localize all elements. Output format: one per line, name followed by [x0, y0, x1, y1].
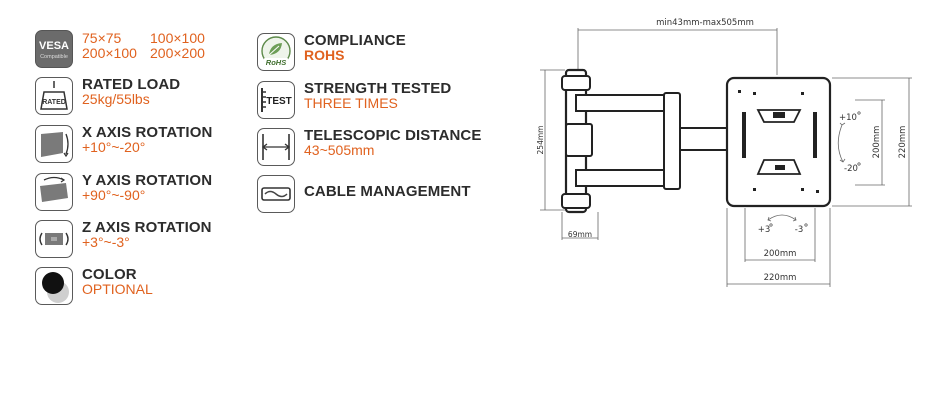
spec-rated-load: RATED RATED LOAD 25kg/55lbs	[35, 77, 180, 115]
spec-title: Z AXIS ROTATION	[82, 219, 212, 236]
spec-telescopic-distance: TELESCOPIC DISTANCE 43~505mm	[257, 128, 481, 166]
spec-value: +10°~-20°	[82, 139, 146, 155]
spec-compliance: RoHS COMPLIANCE ROHS	[257, 33, 406, 71]
degree-mark	[769, 223, 773, 227]
spec-value: 25kg/55lbs	[82, 91, 150, 107]
arm-hinge	[565, 123, 593, 157]
rohs-icon: RoHS	[257, 33, 295, 71]
spec-value: 43~505mm	[304, 142, 375, 158]
x-axis-rotation-icon	[35, 125, 73, 163]
y-axis-rotation-icon	[35, 173, 73, 211]
vesa-width-label: 200mm	[764, 249, 797, 259]
z-axis-rotation-icon	[35, 220, 73, 258]
vesa-size: 75×75	[82, 30, 122, 46]
vesa-height-label: 200mm	[872, 126, 882, 159]
rated-icon-text: RATED	[42, 99, 66, 106]
spec-title: COLOR	[82, 266, 137, 283]
degree-mark	[804, 223, 808, 227]
arrow-head	[839, 158, 846, 163]
spec-title: COMPLIANCE	[304, 32, 406, 49]
spec-title: STRENGTH TESTED	[304, 80, 452, 97]
plate-hole	[753, 92, 756, 95]
extension-arm	[679, 127, 729, 151]
plate-width-label: 220mm	[764, 273, 797, 283]
plate-cutout-slot	[773, 112, 785, 118]
color-icon	[35, 267, 73, 305]
rotation-arc	[767, 214, 797, 221]
spec-value: +90°~-90°	[82, 187, 146, 203]
spec-value: OPTIONAL	[82, 281, 153, 297]
vesa-sizes: 75×75 100×100 200×100 200×200	[82, 31, 220, 61]
arrow-head	[767, 216, 772, 222]
spec-value: THREE TIMES	[304, 95, 398, 111]
vesa-plate	[725, 76, 832, 208]
spec-cable-management: CABLE MANAGEMENT	[257, 175, 471, 213]
lower-arm	[575, 169, 675, 187]
arrow-head	[839, 122, 846, 126]
rated-weight-icon: RATED	[35, 77, 73, 115]
tilt-arc	[837, 124, 844, 163]
spec-color: COLOR OPTIONAL	[35, 267, 153, 305]
rotate-right-label: -3	[795, 225, 803, 235]
vesa-icon: VESA Compatible	[35, 30, 73, 68]
spec-title: TELESCOPIC DISTANCE	[304, 127, 482, 144]
spec-z-axis-rotation: Z AXIS ROTATION +3°~-3°	[35, 220, 212, 258]
degree-mark	[857, 162, 861, 166]
telescopic-range-label: min43mm-max505mm	[656, 18, 754, 28]
plate-cutout-slot	[775, 165, 785, 170]
telescopic-icon	[257, 128, 295, 166]
wall-plate-cap	[561, 193, 591, 209]
rotate-left-label: +3	[758, 225, 771, 235]
plate-hole	[753, 188, 756, 191]
tilt-up-label: +10	[839, 113, 857, 123]
wall-plate-depth-label: 69mm	[568, 230, 592, 239]
spec-title: Y AXIS ROTATION	[82, 172, 213, 189]
plate-hole	[738, 90, 741, 93]
vesa-size: 100×100	[150, 30, 205, 46]
plate-height-label: 220mm	[898, 126, 908, 159]
wall-plate-height-label: 254mm	[536, 126, 545, 155]
degree-mark	[857, 111, 861, 115]
plate-hole	[801, 92, 804, 95]
vesa-icon-sub-text: Compatible	[40, 54, 68, 60]
arrow-head	[792, 216, 797, 222]
rohs-icon-text: RoHS	[266, 58, 286, 67]
spec-title: X AXIS ROTATION	[82, 124, 213, 141]
plate-hole	[816, 190, 819, 193]
arm-joint	[663, 92, 681, 190]
plate-slot	[742, 112, 746, 158]
spec-value: +3°~-3°	[82, 234, 130, 250]
spec-x-axis-rotation: X AXIS ROTATION +10°~-20°	[35, 125, 212, 163]
spec-title: RATED LOAD	[82, 76, 181, 93]
cable-icon	[257, 175, 295, 213]
spec-strength-tested: TEST STRENGTH TESTED THREE TIMES	[257, 81, 451, 119]
spec-vesa: VESA Compatible 75×75 100×100 200×100 20…	[35, 30, 220, 68]
test-icon-text: TEST	[266, 96, 292, 107]
vesa-size: 200×100	[82, 45, 137, 61]
plate-slot	[813, 112, 817, 158]
wall-plate-cap	[561, 75, 591, 91]
vesa-size: 200×200	[150, 45, 205, 61]
vesa-icon-main-text: VESA	[39, 40, 69, 52]
spec-y-axis-rotation: Y AXIS ROTATION +90°~-90°	[35, 173, 212, 211]
test-icon: TEST	[257, 81, 295, 119]
plate-hole	[801, 188, 804, 191]
spec-title: CABLE MANAGEMENT	[304, 183, 471, 200]
spec-value: ROHS	[304, 47, 345, 63]
mount-dimension-diagram: min43mm-max505mm 254mm 69mm +10 -20 200m…	[536, 18, 912, 287]
upper-arm	[575, 94, 675, 112]
tilt-down-label: -20	[844, 164, 858, 174]
